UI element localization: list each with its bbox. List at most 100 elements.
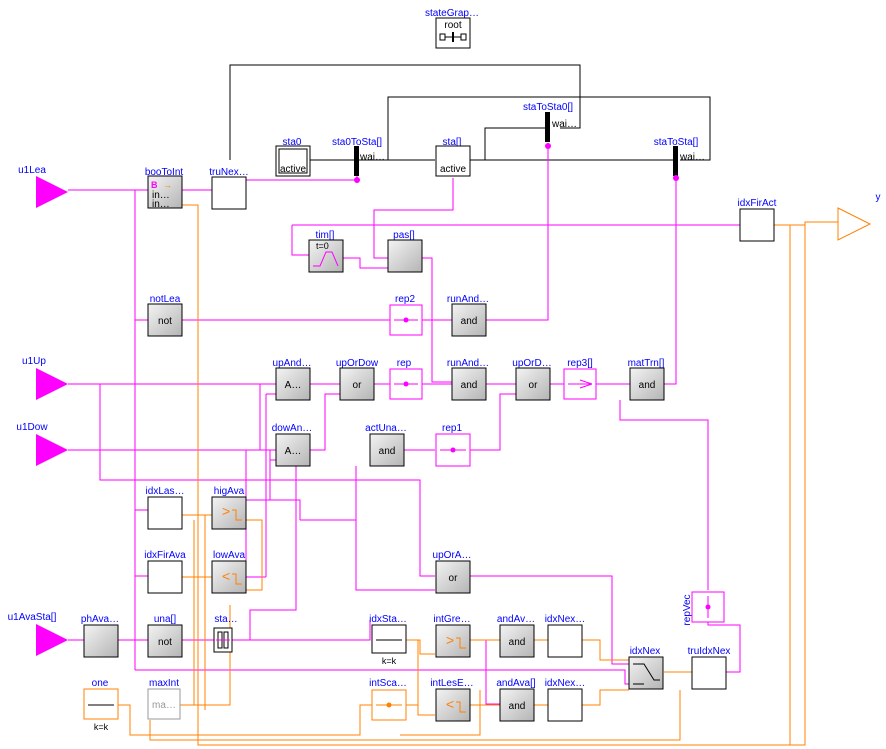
dowAn-block[interactable]: dowAn… A… — [272, 423, 313, 467]
tim-label: tim[] — [316, 230, 335, 241]
upOrD-block[interactable]: upOrD… or — [512, 358, 552, 401]
upAnd-block[interactable]: upAnd… A… — [273, 358, 312, 401]
u1Lea-label: u1Lea — [18, 165, 46, 176]
phAva-block[interactable]: phAva… — [81, 614, 119, 658]
runAnd2-label: runAnd… — [447, 358, 489, 369]
matTrn-op: and — [639, 380, 656, 391]
rep2-block[interactable]: rep2 — [389, 294, 423, 336]
booToInt-block[interactable]: booToInt B → in… in… — [145, 167, 184, 210]
u1AvaSta-input[interactable]: u1AvaSta[] — [8, 612, 68, 656]
booToInt-line2: in… — [152, 199, 170, 210]
andAv-op: and — [509, 637, 526, 648]
idxFirAct-label: idxFirAct — [738, 198, 777, 209]
higAva-op: > — [222, 503, 230, 519]
dowAn-label: dowAn… — [272, 423, 313, 434]
lowAva-op: < — [222, 568, 230, 584]
intGre-op: > — [446, 632, 454, 648]
u1Lea-input[interactable]: u1Lea — [18, 165, 68, 208]
one-block[interactable]: one k=k — [83, 678, 119, 732]
truNex-label: truNex… — [209, 167, 248, 178]
idxFirAva-label: idxFirAva — [144, 550, 186, 561]
sta-state[interactable]: sta[] active — [435, 137, 471, 177]
runAnd1-op: and — [461, 316, 478, 327]
upAnd-label: upAnd… — [273, 358, 312, 369]
higAva-block[interactable]: higAva > — [211, 486, 247, 530]
booToInt-line1: in… — [152, 190, 170, 201]
lowAva-block[interactable]: lowAva < — [211, 550, 247, 594]
u1Dow-input[interactable]: u1Dow — [16, 422, 68, 466]
upOrD-label: upOrD… — [512, 358, 551, 369]
upAnd-op: A… — [285, 380, 302, 391]
una-block[interactable]: una[] not — [147, 614, 183, 658]
truNex-block[interactable]: truNex… — [209, 167, 249, 210]
notLea-label: notLea — [150, 294, 181, 305]
staToSta0-wait: wai… — [551, 119, 577, 130]
idxFirAva-block[interactable]: idxFirAva — [144, 550, 186, 594]
idxSta-block[interactable]: idxSta… k=k — [369, 614, 407, 666]
idxLas-block[interactable]: idxLas… — [146, 486, 185, 530]
u1Up-label: u1Up — [22, 356, 46, 367]
idxFirAct-block[interactable]: idxFirAct — [738, 198, 777, 242]
pas-block[interactable]: pas[] — [387, 230, 423, 273]
upOrA-op: or — [449, 573, 459, 584]
intSca-block[interactable]: intSca… — [369, 678, 407, 721]
idxNex2-block[interactable]: idxNex… — [545, 678, 586, 722]
actUna-label: actUna… — [365, 423, 407, 434]
una-label: una[] — [154, 614, 176, 625]
andAva-block[interactable]: andAva[] and — [496, 678, 536, 722]
sta-active: active — [440, 164, 467, 175]
andAva-label: andAva[] — [496, 678, 536, 689]
rep3-block[interactable]: rep3[] — [563, 358, 597, 400]
rep-block[interactable]: rep — [389, 358, 423, 400]
notLea-block[interactable]: notLea not — [147, 294, 183, 337]
maxInt-op: ma… — [152, 700, 176, 711]
idxNex-block[interactable]: idxNex — [628, 646, 664, 690]
matTrn-block[interactable]: matTrn[] and — [628, 358, 665, 401]
sta0-state[interactable]: sta0 active — [275, 137, 311, 177]
matTrn-label: matTrn[] — [628, 358, 665, 369]
intLesE-block[interactable]: intLesE… < — [430, 678, 474, 722]
intSca-label: intSca… — [369, 678, 407, 689]
maxInt-block[interactable]: maxInt ma… — [147, 678, 181, 720]
tim-t0: t=0 — [316, 241, 329, 251]
actUna-op: and — [379, 446, 396, 457]
truIdxNex-block[interactable]: truIdxNex — [688, 646, 731, 690]
upOrA-block[interactable]: upOrA… or — [433, 550, 472, 594]
intGre-block[interactable]: intGre… > — [433, 614, 471, 658]
staToSta0-transition[interactable]: staToSta0[] wai… — [523, 102, 577, 149]
sta0toSta-label: sta0ToSta[] — [332, 137, 382, 148]
runAnd1-block[interactable]: runAnd… and — [447, 294, 489, 337]
arrow-icon: → — [163, 180, 172, 190]
booToInt-glyph: B — [151, 180, 158, 190]
intLesE-op: < — [446, 696, 454, 712]
rep2-label: rep2 — [395, 294, 415, 305]
idxSta-label: idxSta… — [369, 614, 407, 625]
upOrDow-block[interactable]: upOrDow or — [336, 358, 379, 401]
state-graph-block[interactable]: stateGrap… root — [425, 8, 479, 49]
repVec-block[interactable]: repVec — [682, 591, 725, 626]
y-output[interactable]: y — [837, 192, 881, 241]
actUna-block[interactable]: actUna… and — [365, 423, 407, 467]
staToSta-label: staToSta[] — [654, 137, 699, 148]
one-label: one — [92, 678, 109, 689]
staToSta-transition[interactable]: staToSta[] wai… — [654, 137, 705, 181]
u1Dow-label: u1Dow — [16, 422, 48, 433]
sta0-label: sta0 — [283, 137, 302, 148]
runAnd2-block[interactable]: runAnd… and — [447, 358, 489, 401]
intLesE-label: intLesE… — [430, 678, 473, 689]
rep1-label: rep1 — [442, 423, 462, 434]
tim-block[interactable]: tim[] t=0 — [308, 230, 344, 273]
sta0toSta-transition[interactable]: sta0ToSta[] wai… — [332, 137, 385, 183]
rep1-block[interactable]: rep1 — [435, 423, 471, 467]
andAv-label: andAv… — [497, 614, 535, 625]
u1Up-input[interactable]: u1Up — [22, 356, 68, 400]
idxNex1-block[interactable]: idxNex… — [545, 614, 586, 658]
y-label: y — [876, 192, 881, 203]
sta-block[interactable]: sta… — [213, 614, 238, 653]
runAnd1-label: runAnd… — [447, 294, 489, 305]
andAva-op: and — [509, 701, 526, 712]
idxSta-param: k=k — [382, 656, 397, 666]
sta0-active: active — [280, 164, 307, 175]
andAv-block[interactable]: andAv… and — [497, 614, 535, 658]
rep3-label: rep3[] — [567, 358, 593, 369]
